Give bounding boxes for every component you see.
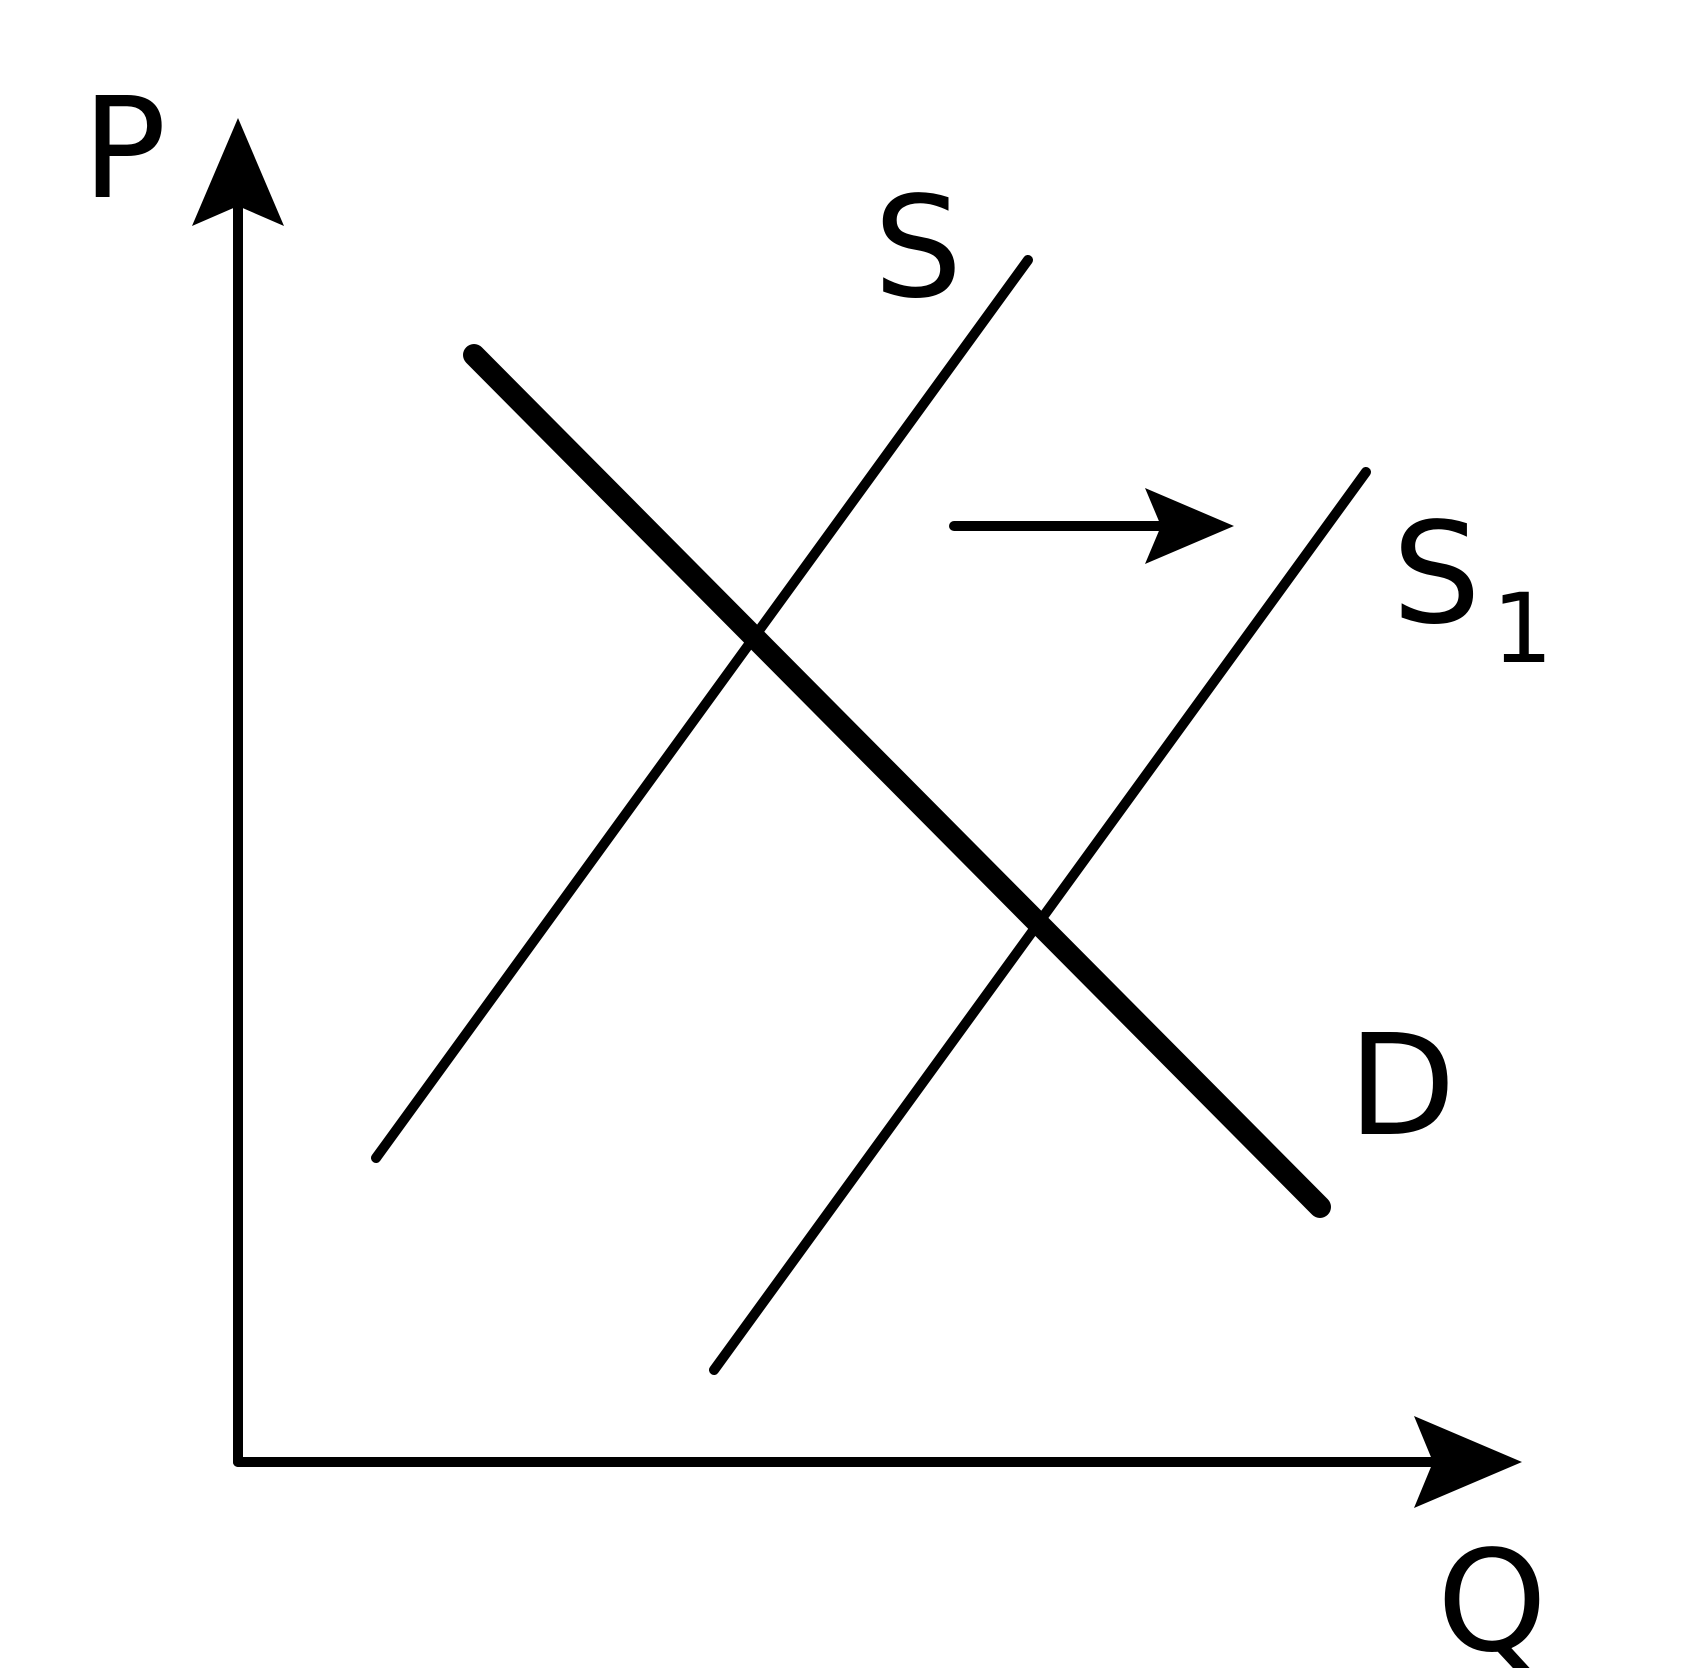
y-axis bbox=[192, 118, 284, 1467]
supply-curve-label: S bbox=[874, 167, 963, 330]
supply-shifted-label-base: S bbox=[1392, 493, 1481, 656]
shift-arrowhead bbox=[1145, 488, 1234, 564]
supply-curve-s bbox=[371, 255, 1033, 1163]
supply-shifted-label-subscript: 1 bbox=[1492, 573, 1553, 685]
demand-curve-d bbox=[463, 344, 1331, 1218]
x-axis bbox=[233, 1416, 1522, 1508]
x-axis-arrowhead bbox=[1414, 1416, 1522, 1508]
price-axis-label: P bbox=[82, 68, 166, 231]
y-axis-arrowhead bbox=[192, 118, 284, 226]
supply-shifted-curve-label: S 1 bbox=[1392, 493, 1553, 685]
demand-curve-label: D bbox=[1348, 1005, 1456, 1168]
shift-arrow bbox=[949, 488, 1234, 564]
quantity-axis-label: Q bbox=[1437, 1521, 1547, 1673]
